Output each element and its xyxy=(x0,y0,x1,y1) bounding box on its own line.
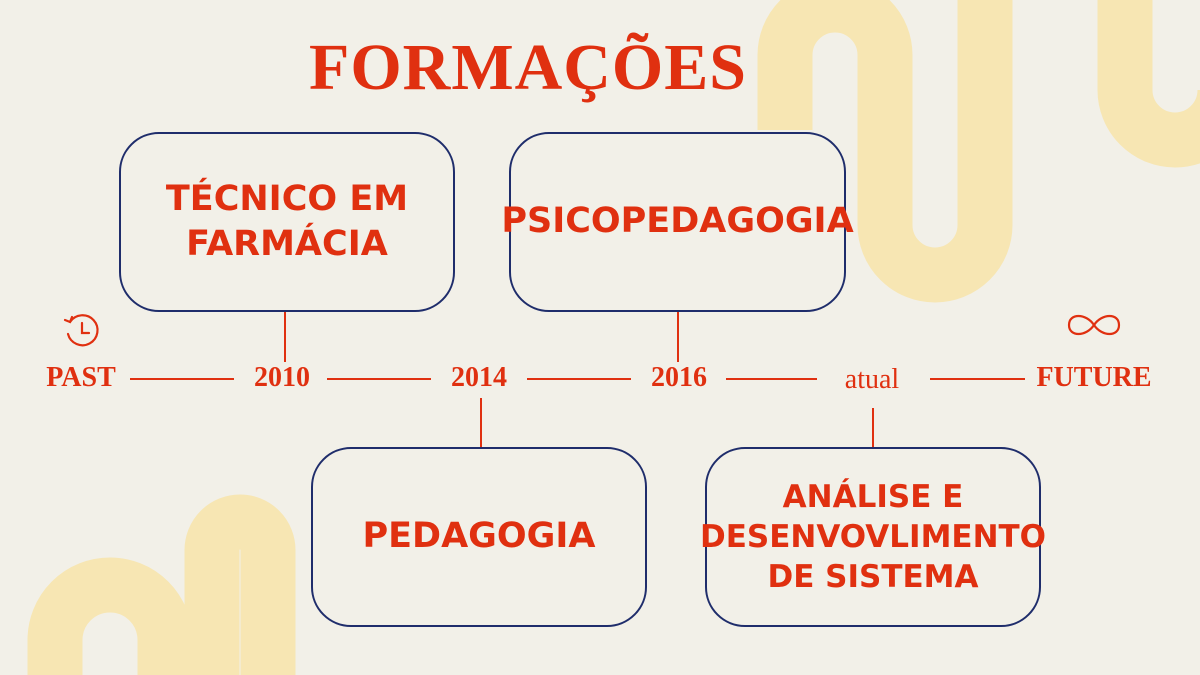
connector-2014 xyxy=(480,398,482,447)
timeline-label-past: PAST xyxy=(46,362,116,393)
card-line: FARMÁCIA xyxy=(186,224,388,264)
card-pedagogia: PEDAGOGIA xyxy=(311,447,647,627)
clock-history-icon xyxy=(63,314,99,347)
card-line: PSICOPEDAGOGIA xyxy=(501,201,854,242)
timeline-segment xyxy=(726,378,817,380)
timeline-segment xyxy=(327,378,431,380)
infinity-icon xyxy=(1067,314,1121,336)
card-line: TÉCNICO EM xyxy=(165,178,409,219)
card-psicopedagogia: PSICOPEDAGOGIA xyxy=(501,132,854,312)
timeline-segment xyxy=(930,378,1025,380)
timeline-label-2014: 2014 xyxy=(451,362,507,393)
card-analise-sistema: ANÁLISE E DESENVOVLIMENTO DE SISTEMA xyxy=(700,447,1046,627)
timeline-label-atual: atual xyxy=(844,364,900,395)
timeline-label-future: FUTURE xyxy=(1036,362,1152,393)
timeline-label-2016: 2016 xyxy=(651,362,707,393)
card-line: PEDAGOGIA xyxy=(362,516,596,557)
card-line: DE SISTEMA xyxy=(767,559,979,596)
timeline-segment xyxy=(130,378,234,380)
page-title: FORMAÇÕES xyxy=(309,31,747,104)
connector-2016 xyxy=(677,312,679,362)
timeline-label-2010: 2010 xyxy=(254,362,310,393)
card-line: DESENVOVLIMENTO xyxy=(699,518,1047,555)
card-tecnico-farmacia: TÉCNICO EM FARMÁCIA xyxy=(119,132,455,312)
connector-2010 xyxy=(284,312,286,362)
timeline-segment xyxy=(527,378,631,380)
connector-atual xyxy=(872,408,874,447)
card-line: ANÁLISE E xyxy=(782,478,964,515)
